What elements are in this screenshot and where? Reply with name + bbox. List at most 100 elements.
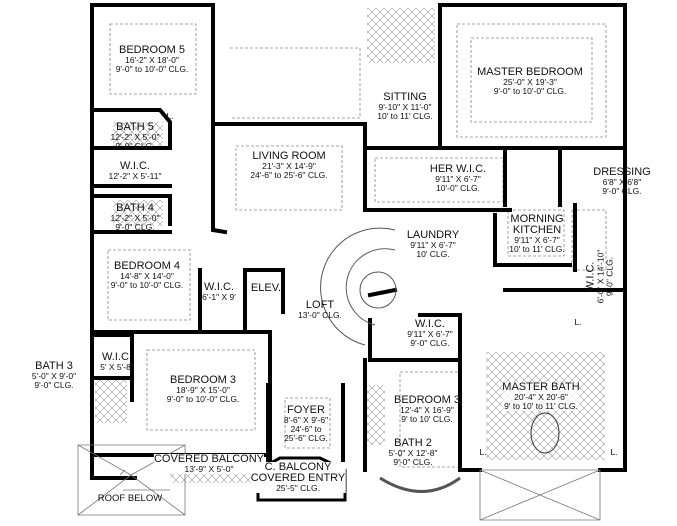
room-ceiling: 10' to 11' CLG. xyxy=(377,111,433,121)
bay-window xyxy=(379,476,461,493)
room-dims: 9'-10" X 11'-0" xyxy=(378,102,432,112)
room-name: BEDROOM 4 xyxy=(113,260,180,272)
room-name: BEDROOM 3 xyxy=(393,394,461,406)
room-name: W.I.C. xyxy=(120,160,150,172)
room-name-2: KITCHEN xyxy=(512,224,562,236)
room-dims: 6'-1" X 9' xyxy=(202,292,236,302)
room-dims: 5'-0" X 9'-0" xyxy=(31,371,77,381)
room-dims: 12'-2" X 5'-0" xyxy=(110,132,160,142)
room-ceiling: 9'-0" CLG. xyxy=(393,457,433,467)
room-name: ELEV. xyxy=(250,282,282,294)
room-ceiling: 9'-0" CLG. xyxy=(115,222,155,232)
walls xyxy=(90,3,627,480)
room-ceiling: 9'-0" CLG. xyxy=(410,338,450,348)
room-name: C. BALCONY xyxy=(264,461,332,473)
room-ceiling: 9'-0" to 10'-0" CLG. xyxy=(166,394,240,404)
room-name-2: COVERED ENTRY xyxy=(250,472,346,484)
room-name: FOYER xyxy=(287,404,325,416)
room-dims: 9'11" X 6'-7" xyxy=(407,329,453,339)
room-dims: 9'11" X 6'-7" xyxy=(410,240,456,250)
room-name: BEDROOM 3 xyxy=(169,374,236,386)
room-ceiling: 9'-0" CLG. xyxy=(34,380,74,390)
room-wic-master: W.I.C.6'-0" X 14'-10"9'-0" CLG. xyxy=(585,250,615,304)
room-name: HER W.I.C. xyxy=(429,163,487,175)
room-name: MASTER BEDROOM xyxy=(477,66,583,78)
room-ceiling: 24'-6" to 25'-6" CLG. xyxy=(250,170,328,180)
room-name: BATH 2 xyxy=(394,437,432,449)
room-dims: 5' X 5'-8" xyxy=(100,362,134,372)
linen-closet-label: L. xyxy=(574,318,581,327)
room-dims: 12'-2" X 5'-0" xyxy=(110,213,160,223)
room-ceiling: 9'-0" CLG. xyxy=(115,141,155,151)
room-ceiling: 24'-6" to xyxy=(290,424,322,434)
room-name: SITTING xyxy=(383,91,427,103)
room-name: COVERED BALCONY xyxy=(153,453,265,465)
room-dims: 5'-0" X 12'-8" xyxy=(388,448,438,458)
room-wic-bedroom-4: W.I.C.6'-1" X 9' xyxy=(202,282,236,302)
room-wic-center: W.I.C.9'11" X 6'-7"9'-0" CLG. xyxy=(407,319,453,348)
room-dims: 13'-9" X 5'-0" xyxy=(184,464,234,474)
room-dims: 25'-0" X 19'-3" xyxy=(503,77,557,87)
room-ceiling: 9'-0" to 10'-0" CLG. xyxy=(110,280,184,290)
room-ceiling: 9'-0" CLG. xyxy=(604,256,615,297)
room-name: BATH 3 xyxy=(35,360,73,372)
room-name: BATH 4 xyxy=(116,202,154,214)
roof-below-label: ROOF BELOW xyxy=(98,494,162,504)
room-dims: 16'-2" X 18'-0" xyxy=(125,55,179,65)
room-ceiling: 13'-0" CLG. xyxy=(298,310,342,320)
linen-closet-label: L. xyxy=(166,112,173,121)
room-name: DRESSING xyxy=(593,166,651,178)
room-name: W.I.C. xyxy=(204,281,234,293)
room-dims: 14'-8" X 14'-0" xyxy=(120,271,174,281)
room-ceiling: 9'-0" CLG. xyxy=(602,186,642,196)
room-ceiling: 10' CLG. xyxy=(416,249,450,259)
linen-text: L. xyxy=(166,111,174,121)
room-elevator: ELEV. xyxy=(251,283,281,294)
bathtub xyxy=(530,412,560,454)
room-name: W.I.C. xyxy=(415,318,445,330)
room-ceiling: 9' to 10' to 11' CLG. xyxy=(504,401,578,411)
ceiling-outlines xyxy=(107,23,607,468)
room-name: MORNING xyxy=(510,213,564,225)
room-dims: 9'11" X 6'-7" xyxy=(514,235,560,245)
linen-closet-label: L. xyxy=(610,448,617,457)
room-dims: 21'-3" X 14'-9" xyxy=(262,161,316,171)
room-dims: 20'-4" X 20'-6" xyxy=(514,392,568,402)
room-dims: 12'-4" X 16'-9" xyxy=(400,405,454,415)
linen-closet-label: L. xyxy=(479,448,486,457)
room-dims: 9'11" X 6'-7" xyxy=(435,174,481,184)
room-ceiling: 9'-0" to 10'-0" CLG. xyxy=(115,64,189,74)
room-name: LOFT xyxy=(305,299,335,311)
linen-text: L. xyxy=(610,447,618,457)
room-ceiling: 10' to 11' CLG. xyxy=(509,244,565,254)
room-her-wic: HER W.I.C.9'11" X 6'-7"10'-0" CLG. xyxy=(430,164,486,193)
room-name: LAUNDRY xyxy=(406,229,460,241)
room-wic-bath-3: W.I.C.5' X 5'-8" xyxy=(100,352,134,372)
room-name: LIVING ROOM xyxy=(252,150,326,162)
room-wic-upper: W.I.C.12'-2" X 5'-11" xyxy=(108,161,161,181)
room-dims: 6'8" X 6'8" xyxy=(602,177,642,187)
room-dims: 12'-2" X 5'-11" xyxy=(108,171,162,181)
room-name: BEDROOM 5 xyxy=(118,44,185,56)
room-name: BATH 5 xyxy=(116,121,154,133)
